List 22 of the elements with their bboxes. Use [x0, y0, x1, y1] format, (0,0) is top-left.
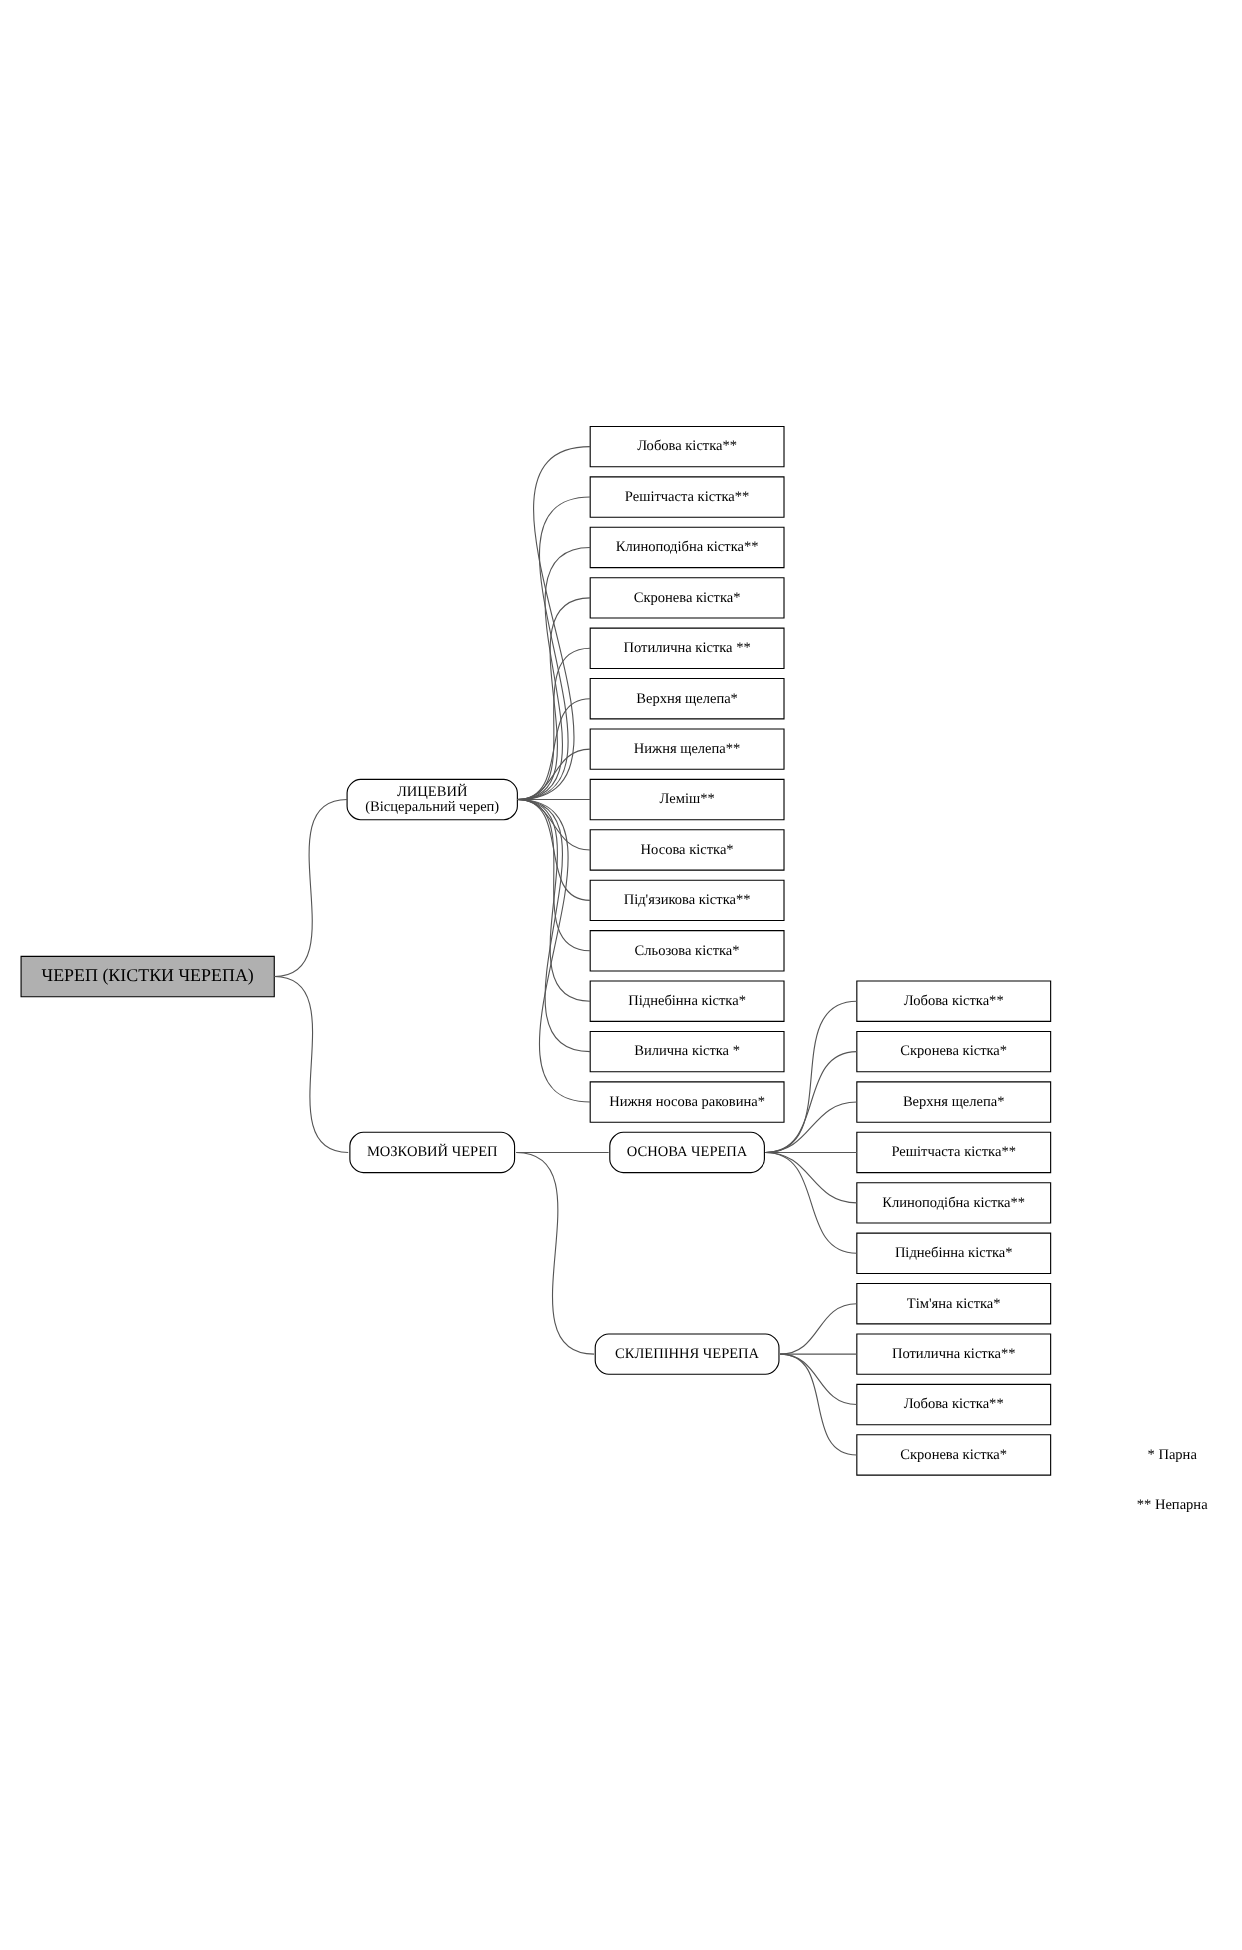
connector — [516, 798, 591, 951]
connector — [779, 1352, 858, 1455]
connector — [764, 1150, 858, 1253]
connector — [273, 975, 349, 1152]
connector — [764, 999, 858, 1152]
connector — [779, 1352, 858, 1405]
connector — [516, 798, 591, 850]
connector — [764, 1100, 858, 1152]
connector — [764, 1050, 858, 1152]
connector — [779, 1352, 858, 1354]
connector — [516, 798, 591, 1052]
connector — [516, 545, 591, 800]
node-box: ЧЕРЕП (КІСТКИ ЧЕРЕПА) — [20, 954, 275, 997]
connector — [516, 798, 591, 1102]
connector — [515, 1150, 595, 1354]
connector — [516, 646, 591, 800]
connector — [516, 747, 591, 800]
connector — [779, 1302, 858, 1354]
connector — [516, 798, 591, 900]
connector — [516, 798, 591, 1001]
connector — [516, 697, 591, 800]
connector — [516, 596, 591, 800]
